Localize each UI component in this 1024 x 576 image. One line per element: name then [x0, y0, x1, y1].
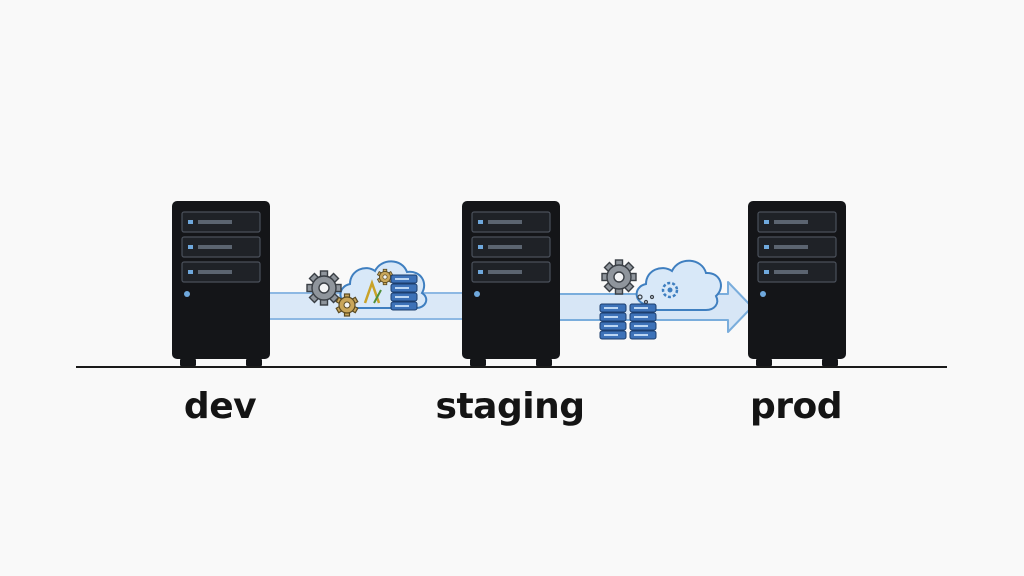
server-prod	[747, 200, 847, 367]
stage-label-prod: prod	[749, 386, 843, 427]
cloud-icon	[635, 259, 722, 311]
gear-icon	[661, 281, 679, 299]
gear-icon	[601, 259, 637, 295]
stage-label-dev: dev	[183, 386, 257, 427]
gear-icon	[377, 268, 393, 286]
database-icon	[599, 303, 627, 340]
gear-icon	[335, 293, 359, 317]
database-icon	[629, 303, 657, 340]
stage-label-staging: staging	[435, 386, 585, 427]
chart-icon	[363, 279, 382, 304]
gear-icon	[306, 270, 342, 306]
database-icon	[390, 274, 418, 311]
server-dev	[171, 200, 271, 367]
server-staging	[461, 200, 561, 367]
